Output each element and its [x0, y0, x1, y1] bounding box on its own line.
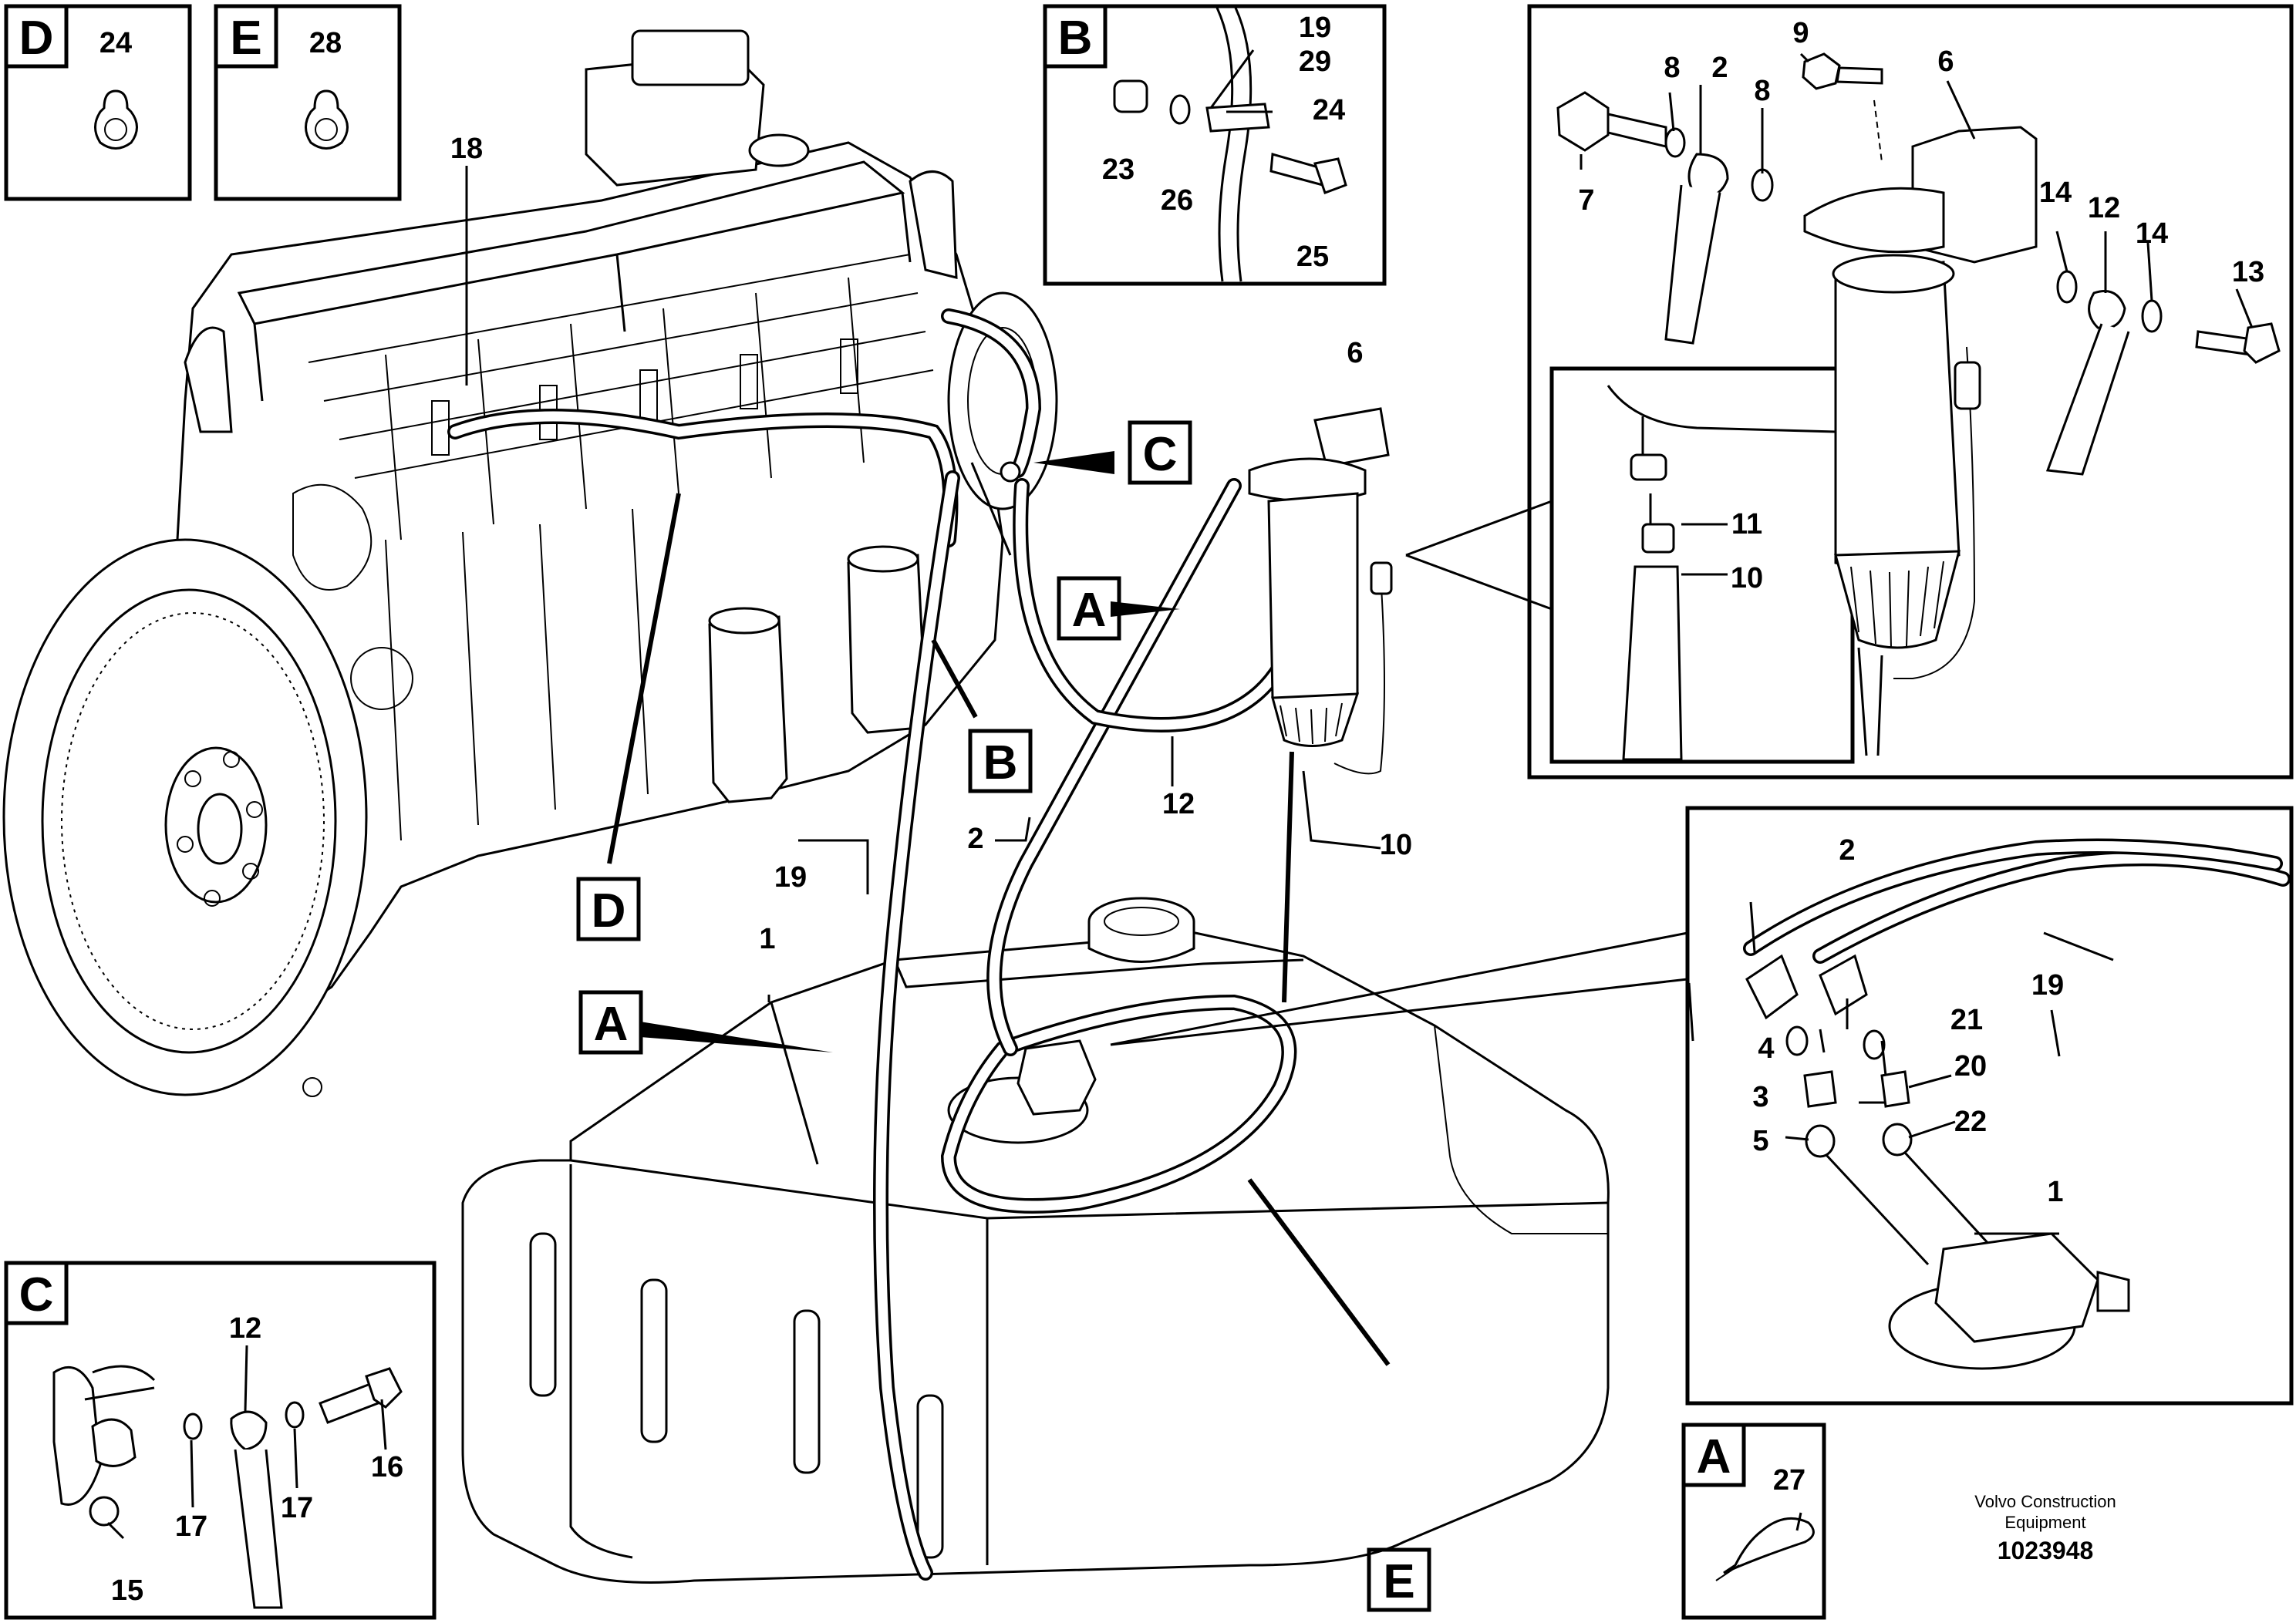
company-name-line1: Volvo Construction: [1974, 1492, 2116, 1511]
fuel-filter-main: [1248, 407, 1393, 775]
label-part-26: 26: [1161, 184, 1193, 217]
label-part-10-filter: 10: [1731, 562, 1763, 594]
label-part-14-a: 14: [2039, 177, 2072, 209]
label-part-19-main: 19: [774, 861, 807, 894]
label-part-14-b: 14: [2136, 217, 2168, 250]
label-part-1-main: 1: [759, 923, 775, 955]
label-e-box: E: [230, 12, 261, 65]
detail-box-filter: [1405, 4, 2294, 780]
label-part-23: 23: [1102, 153, 1135, 186]
label-part-12-filter: 12: [2088, 192, 2120, 224]
label-part-25: 25: [1296, 241, 1329, 273]
label-b-box: B: [1058, 12, 1093, 65]
label-part-3: 3: [1752, 1081, 1768, 1113]
label-d-pointer: D: [592, 884, 626, 938]
label-b-pointer: B: [983, 736, 1018, 790]
label-part-4: 4: [1758, 1032, 1774, 1065]
label-part-18: 18: [450, 133, 483, 165]
label-part-22: 22: [1954, 1106, 1987, 1138]
footer: Volvo Construction Equipment 1023948: [1974, 1492, 2116, 1564]
label-part-11: 11: [1731, 508, 1762, 540]
detail-box-a-strap: [1681, 1423, 1826, 1620]
label-part-15: 15: [111, 1574, 143, 1607]
label-part-2-sender: 2: [1839, 834, 1855, 867]
label-part-2-main: 2: [967, 823, 983, 855]
label-a-box: A: [1697, 1430, 1731, 1483]
label-part-2-filter: 2: [1711, 52, 1728, 84]
label-a-pointer-upper: A: [1072, 584, 1107, 637]
label-d-box: D: [19, 12, 54, 65]
label-part-6-filter: 6: [1937, 45, 1954, 78]
label-part-28: 28: [309, 27, 342, 59]
label-part-6-main: 6: [1347, 337, 1363, 369]
company-name-line2: Equipment: [2004, 1513, 2085, 1532]
label-part-1-sender: 1: [2047, 1176, 2063, 1208]
label-part-10-main: 10: [1380, 829, 1412, 861]
fuel-tank-illustration: [461, 470, 1610, 1584]
label-part-5: 5: [1752, 1125, 1768, 1157]
label-part-20: 20: [1954, 1050, 1987, 1083]
label-c-box: C: [19, 1268, 54, 1322]
label-part-8-a: 8: [1664, 52, 1680, 84]
label-part-24-d: 24: [99, 27, 132, 59]
label-part-29: 29: [1299, 45, 1331, 78]
detail-box-e: [214, 4, 402, 201]
engine-illustration: [2, 29, 1058, 1097]
label-part-24-b: 24: [1313, 94, 1345, 126]
leader-lines: [106, 49, 2254, 1540]
label-part-17-b: 17: [281, 1492, 313, 1524]
detail-box-sender: [1110, 806, 2294, 1406]
label-part-7: 7: [1578, 184, 1594, 217]
view-letter-labels: D E B C A C A B D A E: [19, 12, 1731, 1612]
label-part-9: 9: [1792, 17, 1809, 49]
label-part-19-b: 19: [1299, 12, 1331, 44]
label-part-19-sender: 19: [2031, 969, 2064, 1002]
label-part-8-b: 8: [1754, 75, 1770, 107]
part-number-labels: 24 28 18 19 29 24 23 26 25 6 12 2 10 19 …: [99, 12, 2264, 1607]
label-a-pointer-lower: A: [594, 998, 629, 1051]
detail-box-c: [4, 1261, 437, 1620]
label-c-pointer: C: [1143, 428, 1178, 481]
detail-box-b: [1043, 4, 1387, 286]
label-part-17-a: 17: [175, 1510, 207, 1543]
label-part-16: 16: [371, 1451, 403, 1483]
label-part-12-main: 12: [1162, 788, 1195, 820]
label-part-12-c: 12: [229, 1312, 261, 1345]
label-part-13: 13: [2232, 256, 2264, 288]
label-part-21: 21: [1950, 1004, 1983, 1036]
detail-box-d: [4, 4, 192, 201]
label-e-pointer: E: [1383, 1555, 1414, 1608]
drawing-number: 1023948: [1998, 1537, 2094, 1564]
label-part-27: 27: [1773, 1464, 1805, 1497]
